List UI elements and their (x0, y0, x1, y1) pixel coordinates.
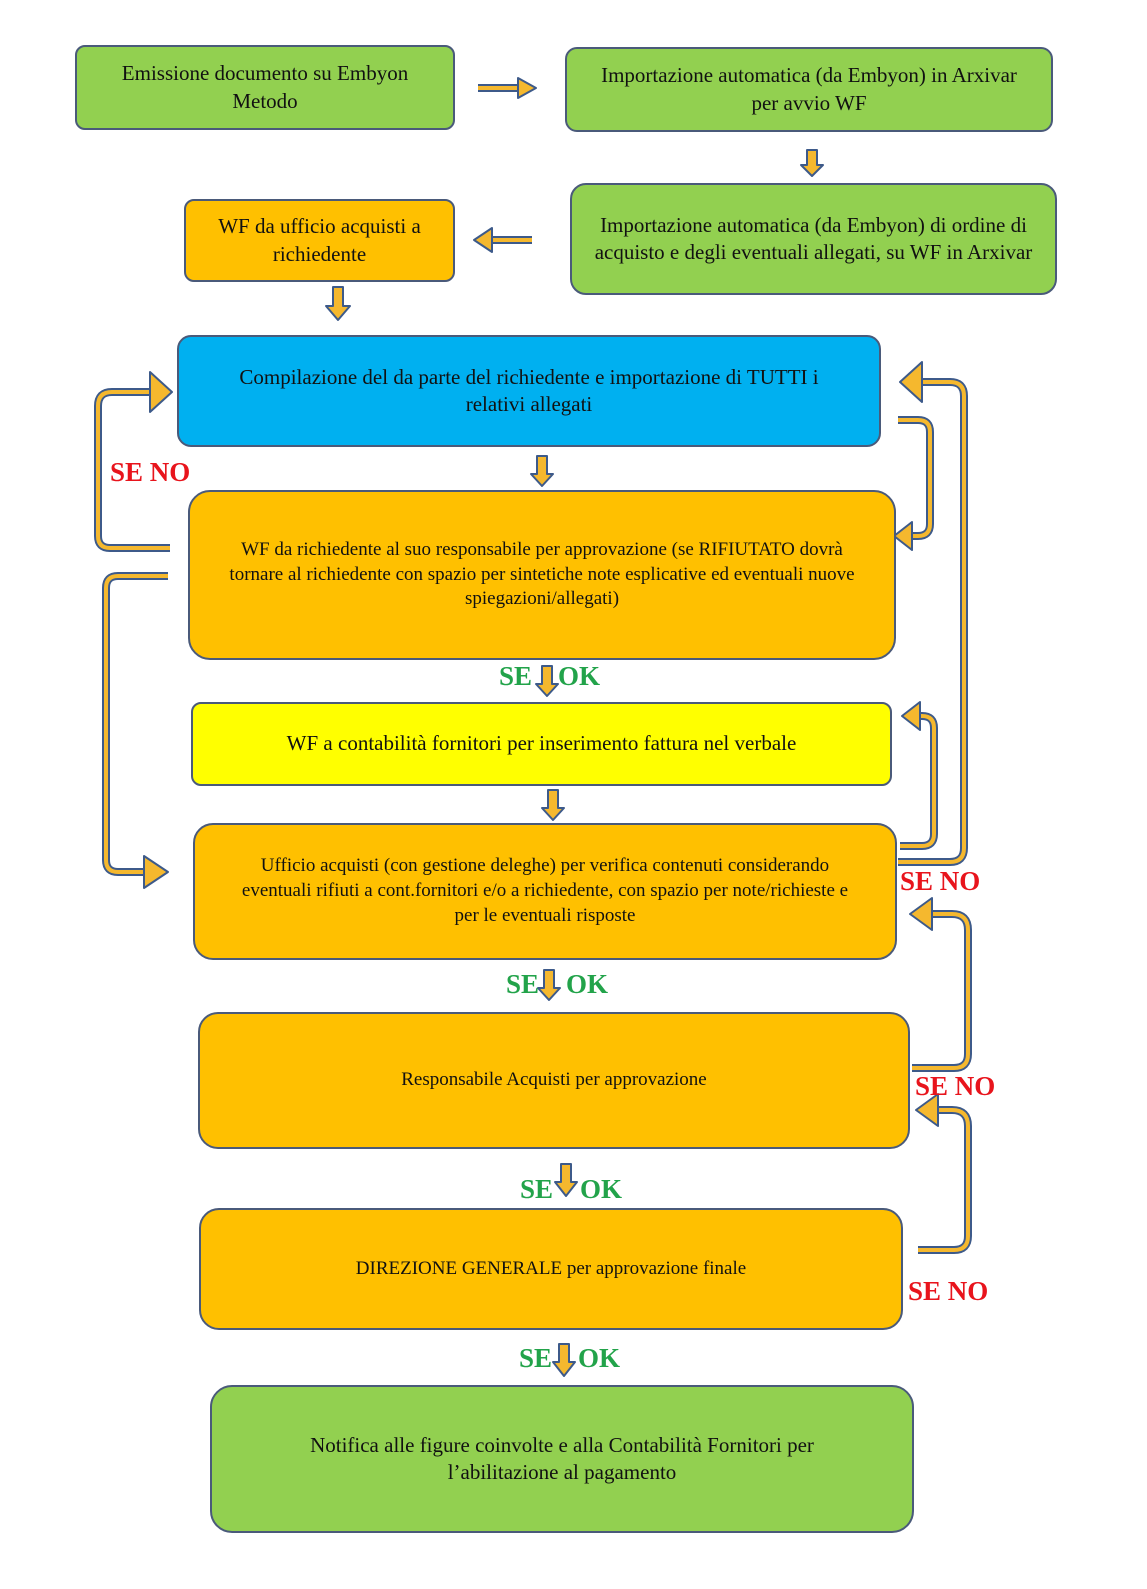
node-emissione-text: Emissione documento su Embyon Metodo (121, 61, 409, 113)
node-wf-contabilita-text: WF a contabilità fornitori per inserimen… (286, 731, 797, 756)
node-notifica: Notifica alle figure coinvolte e alla Co… (210, 1385, 914, 1533)
node-wf-ufficio-acquisti: WF da ufficio acquisti a richiedente (184, 199, 455, 282)
node-wf-responsabile: WF da richiedente al suo responsabile pe… (188, 490, 896, 660)
label-se-no-left: SE NO (110, 457, 191, 487)
down-arrow (800, 149, 824, 177)
label-ok-1: OK (558, 661, 601, 691)
down-arrow (554, 1163, 578, 1197)
arrowhead-left (893, 521, 913, 551)
down-arrow (552, 1343, 576, 1377)
arrowhead-right (149, 371, 173, 413)
node-compilazione: Compilazione del da parte del richiedent… (177, 335, 881, 447)
label-se-no-direzione: SE NO (908, 1276, 989, 1306)
label-se-no-ufficio: SE NO (900, 866, 981, 896)
label-se-2: SE (506, 969, 540, 999)
node-wf-responsabile-text: WF da richiedente al suo responsabile pe… (229, 538, 855, 610)
node-direzione-text: DIREZIONE GENERALE per approvazione fina… (355, 1257, 747, 1279)
node-responsabile-acquisti: Responsabile Acquisti per approvazione (198, 1012, 910, 1149)
label-ok-2: OK (566, 969, 609, 999)
node-emissione-documento: Emissione documento su Embyon Metodo (75, 45, 455, 130)
arrowhead-left (901, 701, 921, 731)
label-se-no-responsabile: SE NO (915, 1071, 996, 1101)
arrowhead-left (915, 1093, 939, 1127)
down-arrow (535, 665, 559, 697)
node-wf-ufficio-text: WF da ufficio acquisti a richiedente (218, 214, 421, 266)
down-arrow (541, 789, 565, 821)
down-arrow (537, 969, 561, 1001)
node-compilazione-text: Compilazione del da parte del richiedent… (239, 364, 819, 416)
node-importazione-ordine: Importazione automatica (da Embyon) di o… (570, 183, 1057, 295)
node-ufficio-acquisti-text: Ufficio acquisti (con gestione deleghe) … (241, 855, 849, 926)
label-ok-4: OK (578, 1343, 621, 1373)
node-wf-contabilita: WF a contabilità fornitori per inserimen… (191, 702, 892, 786)
label-ok-3: OK (580, 1174, 623, 1204)
arrowhead-left (899, 361, 923, 403)
node-ufficio-acquisti: Ufficio acquisti (con gestione deleghe) … (193, 823, 897, 960)
down-arrow (530, 455, 554, 487)
arrowhead-left (473, 227, 493, 253)
arrowhead-right (517, 77, 537, 99)
node-importazione-ordine-text: Importazione automatica (da Embyon) di o… (594, 212, 1033, 264)
label-se-3: SE (520, 1174, 554, 1204)
label-se-1: SE (499, 661, 533, 691)
node-importazione-avvio-text: Importazione automatica (da Embyon) in A… (601, 63, 1017, 115)
node-responsabile-acquisti-text: Responsabile Acquisti per approvazione (401, 1069, 707, 1091)
label-se-4: SE (519, 1343, 553, 1373)
node-notifica-text: Notifica alle figure coinvolte e alla Co… (310, 1432, 814, 1484)
node-importazione-avvio: Importazione automatica (da Embyon) in A… (565, 47, 1053, 132)
arrowhead-right (143, 855, 169, 889)
arrowhead-left (909, 897, 933, 931)
down-arrow (325, 286, 351, 321)
node-direzione-generale: DIREZIONE GENERALE per approvazione fina… (199, 1208, 903, 1330)
